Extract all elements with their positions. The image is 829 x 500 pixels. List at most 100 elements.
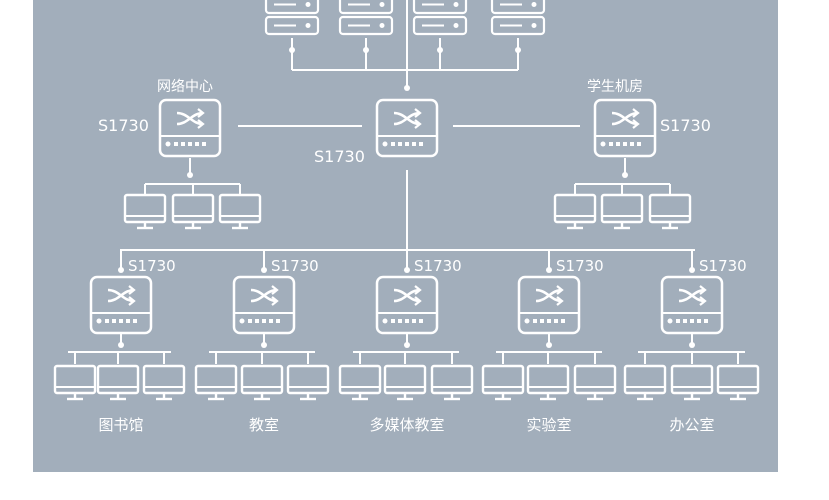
- switch-arrow: [393, 288, 421, 303]
- switch-body: [660, 275, 724, 335]
- switch-arrow: [107, 288, 135, 303]
- monitor-screen: [96, 364, 140, 395]
- monitor-screen: [481, 364, 525, 395]
- monitor-icon: [123, 193, 167, 230]
- monitor-screen: [286, 364, 330, 395]
- switch-led: [600, 141, 606, 147]
- monitor-icon: [338, 364, 382, 401]
- switch-port: [133, 319, 137, 323]
- monitor-screen: [526, 364, 570, 395]
- monitor-icon: [670, 364, 714, 401]
- server-led: [305, 2, 311, 7]
- switch-port: [248, 319, 252, 323]
- switch-arrowhead: [556, 285, 564, 295]
- server-unit: [264, 0, 320, 15]
- access-location-label: 图书馆: [98, 416, 143, 434]
- server-unit: [412, 0, 468, 15]
- switch-port: [419, 319, 423, 323]
- server-led: [531, 23, 537, 28]
- switch-led: [382, 141, 388, 147]
- monitor-screen: [430, 364, 474, 395]
- switch-arrow: [393, 111, 421, 126]
- connection-dot: [118, 342, 124, 348]
- access-switch-icon: [660, 275, 724, 335]
- access-switch-icon: [232, 275, 296, 335]
- left-switch-model: S1730: [98, 116, 149, 135]
- switch-port: [690, 319, 694, 323]
- switch-port: [255, 319, 259, 323]
- monitor-screen: [240, 364, 284, 395]
- access-switch-model: S1730: [271, 257, 319, 275]
- switch-port: [637, 142, 641, 146]
- server-led: [379, 23, 385, 28]
- monitor-icon: [383, 364, 427, 401]
- switch-port: [391, 142, 395, 146]
- switch-port: [276, 319, 280, 323]
- core-switch-icon: [375, 98, 439, 158]
- switch-arrow: [535, 288, 563, 303]
- monitor-screen: [218, 193, 262, 224]
- monitor-icon: [600, 193, 644, 230]
- switch-port: [630, 142, 634, 146]
- monitor-screen: [623, 364, 667, 395]
- monitor-icon: [171, 193, 215, 230]
- switch-port: [269, 319, 273, 323]
- server-icon: [412, 0, 468, 36]
- monitor-icon: [481, 364, 525, 401]
- left-switch-name: 网络中心: [157, 79, 213, 95]
- switch-port: [676, 319, 680, 323]
- server-icon: [338, 0, 394, 36]
- switch-port: [391, 319, 395, 323]
- access-switch-model: S1730: [556, 257, 604, 275]
- monitor-icon: [286, 364, 330, 401]
- access-location-label: 实验室: [526, 416, 571, 434]
- access-switch-icon: [89, 275, 153, 335]
- switch-port: [561, 319, 565, 323]
- server-unit: [412, 15, 468, 36]
- switch-port: [405, 319, 409, 323]
- monitor-icon: [194, 364, 238, 401]
- monitor-icon: [648, 193, 692, 230]
- connection-dot: [404, 342, 410, 348]
- server-led: [453, 2, 459, 7]
- switch-arrow: [176, 111, 204, 126]
- switch-body: [89, 275, 153, 335]
- access-switch-model: S1730: [699, 257, 747, 275]
- server-led: [379, 2, 385, 7]
- switch-port: [188, 142, 192, 146]
- switch-led: [96, 318, 102, 324]
- switch-arrowhead: [414, 108, 422, 118]
- monitor-screen: [383, 364, 427, 395]
- access-dot: [689, 267, 695, 273]
- switch-arrowhead: [414, 285, 422, 295]
- monitor-icon: [623, 364, 667, 401]
- right-switch-model: S1730: [660, 116, 711, 135]
- monitor-screen: [53, 364, 97, 395]
- switch-arrow: [678, 288, 706, 303]
- server-led: [453, 23, 459, 28]
- monitor-screen: [194, 364, 238, 395]
- switch-led: [239, 318, 245, 324]
- monitor-screen: [123, 193, 167, 224]
- switch-port: [412, 319, 416, 323]
- switch-port: [683, 319, 687, 323]
- connection-dot: [689, 342, 695, 348]
- connection-dot: [187, 172, 193, 178]
- server-icon: [264, 0, 320, 36]
- right-switch-name: 学生机房: [587, 79, 643, 95]
- switch-port: [405, 142, 409, 146]
- connection-dot: [622, 172, 628, 178]
- switch-port: [419, 142, 423, 146]
- switch-port: [704, 319, 708, 323]
- monitor-screen: [553, 193, 597, 224]
- server-led: [531, 2, 537, 7]
- switch-arrow: [611, 111, 639, 126]
- connection-dot: [546, 342, 552, 348]
- switch-arrowhead: [128, 285, 136, 295]
- server-icon: [490, 0, 546, 36]
- switch-port: [398, 142, 402, 146]
- switch-port: [195, 142, 199, 146]
- access-dot: [261, 267, 267, 273]
- switch-port: [119, 319, 123, 323]
- switch-port: [398, 319, 402, 323]
